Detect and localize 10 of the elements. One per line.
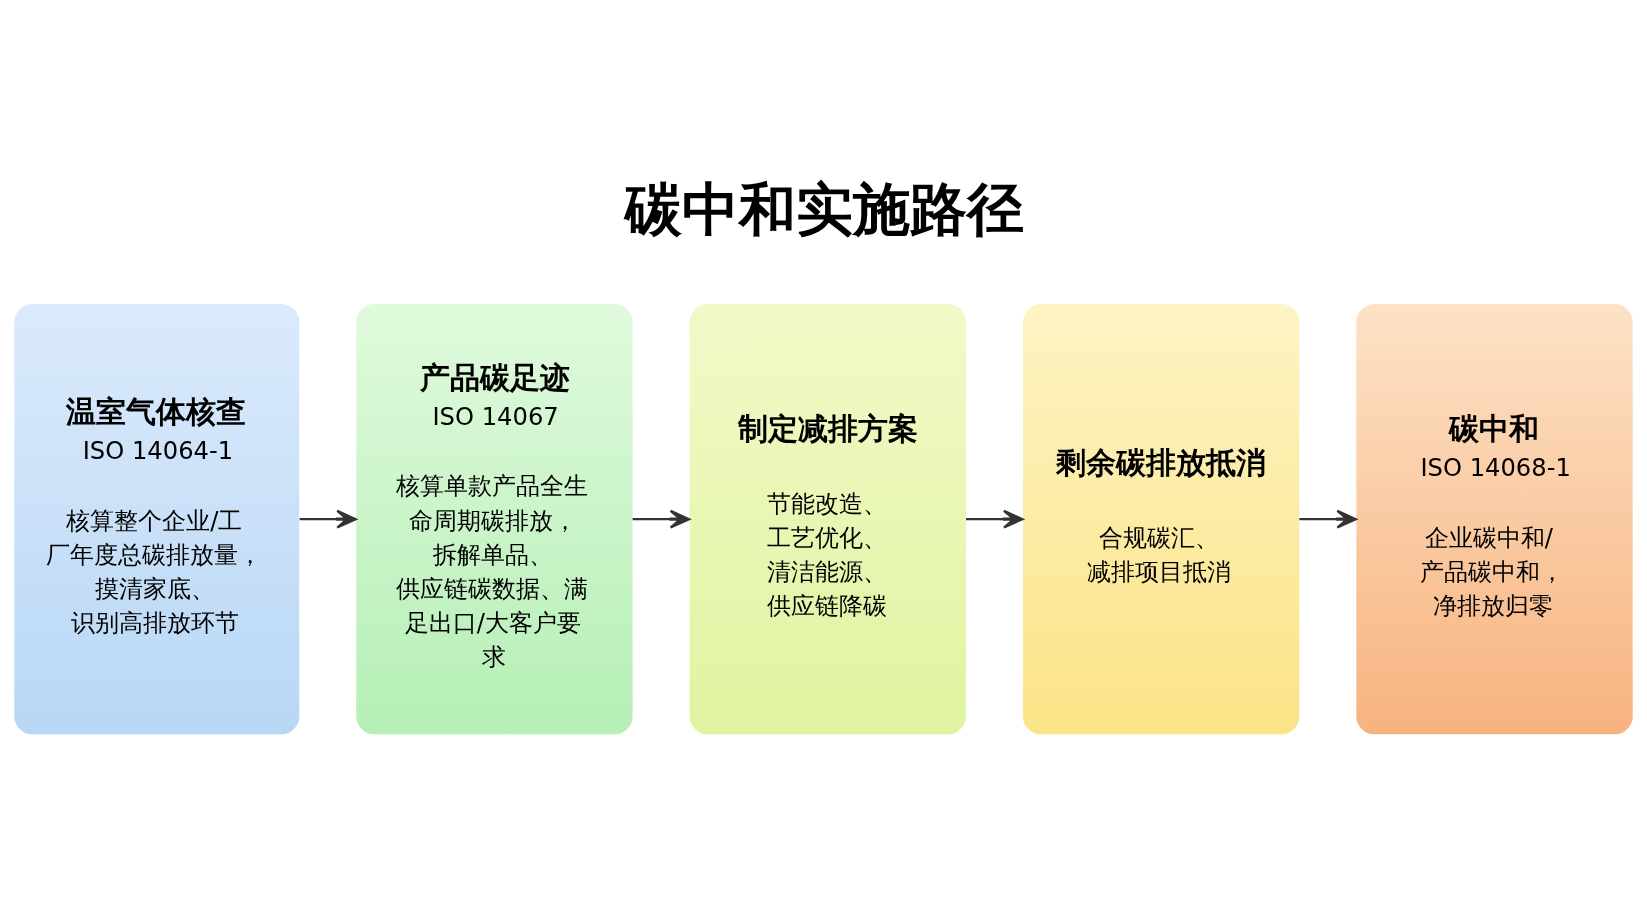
node-box: 温室气体核查 ISO 14064-1 核算整个企业/工厂年度总碳排放量，摸清家底、识别高排放环节	[14, 304, 300, 735]
node-box: 碳中和 ISO 14068-1 企业碳中和/ 产品碳中和，净排放归零	[1356, 304, 1633, 735]
arrow	[1299, 509, 1357, 529]
node-box: 制定减排方案 节能改造、工艺优化、清洁能源、供应链降碳	[689, 304, 966, 735]
node-box: 剩余碳排放抵消 合规碳汇、减排项目抵消	[1022, 304, 1300, 735]
arrow	[299, 509, 357, 529]
node-box: 产品碳足迹 ISO 14067 核算单款产品全生命周期碳排放，拆解单品、供应链碳数据、满足出口/大客户要求	[356, 304, 633, 735]
arrow	[966, 509, 1024, 529]
diagram-title: 碳中和实施路径	[624, 175, 1024, 242]
arrow	[632, 509, 691, 529]
